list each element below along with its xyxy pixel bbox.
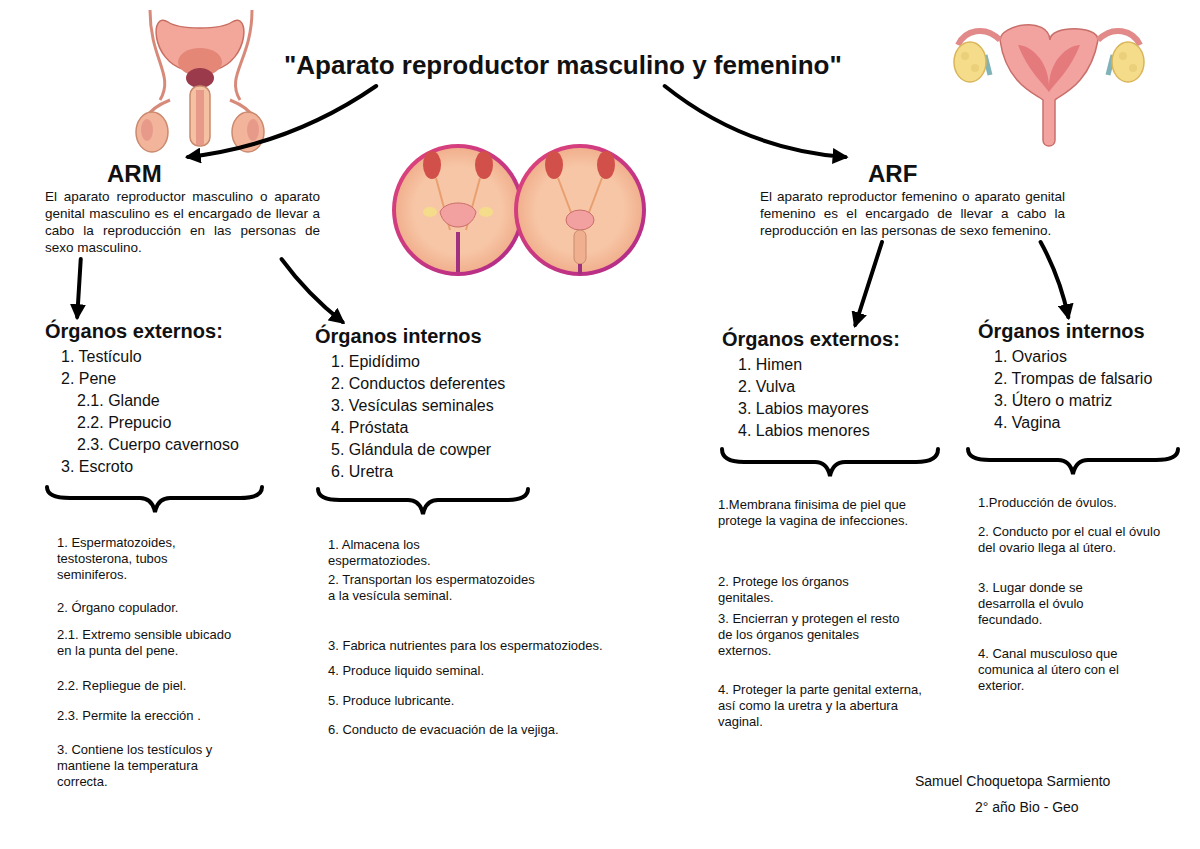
organ-list-box: Órganos externos: 1. Testículo2. Pene2.1.… bbox=[45, 320, 275, 478]
title-box: "Aparato reproductor masculino y femenin… bbox=[280, 48, 846, 83]
system-description: El aparato reproductor femenino o aparat… bbox=[760, 188, 1065, 239]
function-note: 1.Membrana finisima de piel que protege … bbox=[718, 497, 918, 529]
system-box: ARFEl aparato reproductor femenino o apa… bbox=[760, 160, 1065, 239]
list-heading: Órganos internos bbox=[978, 320, 1193, 343]
organ-item: 1. Testículo bbox=[45, 346, 275, 368]
organ-list-box: Órganos externos: 1. Himen2. Vulva3. Labi… bbox=[722, 328, 937, 442]
function-note: 3. Fabrica nutrientes para los espermato… bbox=[328, 638, 658, 654]
function-note: 2. Órgano copulador. bbox=[57, 600, 237, 616]
system-box: ARMEl aparato reproductor masculino o ap… bbox=[45, 160, 320, 256]
organ-item: 5. Glándula de cowper bbox=[315, 439, 545, 461]
organ-item: 3. Labios mayores bbox=[722, 398, 937, 420]
author-note: 2° año Bio - Geo bbox=[975, 797, 1079, 817]
function-note: 4. Canal musculoso que comunica al útero… bbox=[978, 646, 1128, 694]
function-note: 1.Producción de óvulos. bbox=[978, 495, 1178, 511]
function-note: 4. Produce liquido seminal. bbox=[328, 663, 578, 679]
system-heading: ARM bbox=[45, 160, 320, 188]
organ-item: 6. Uretra bbox=[315, 461, 545, 483]
organ-list-box: Órganos internos 1. Ovarios2. Trompas de … bbox=[978, 320, 1193, 434]
arrow-connector bbox=[665, 86, 846, 157]
arrow-connector bbox=[282, 259, 343, 322]
organ-item: 2. Trompas de falsario bbox=[978, 368, 1193, 390]
organ-item: 2. Pene bbox=[45, 368, 275, 390]
list-heading: Órganos externos: bbox=[45, 320, 275, 343]
arrow-connector bbox=[1041, 242, 1069, 317]
organ-item: 4. Labios menores bbox=[722, 420, 937, 442]
list-heading: Órganos internos bbox=[315, 325, 545, 348]
female-body-circle bbox=[392, 144, 524, 276]
function-note: 2.1. Extremo sensible ubicado en la punt… bbox=[57, 627, 242, 659]
function-note: 2. Conducto por el cual el óvulo del ova… bbox=[978, 524, 1173, 556]
function-note: 3. Contiene los testículos y mantiene la… bbox=[57, 742, 242, 790]
organ-item: 2. Vulva bbox=[722, 376, 937, 398]
function-note: 1. Espermatozoides, testosterona, tubos … bbox=[57, 535, 222, 583]
organ-item: 2.2. Prepucio bbox=[45, 412, 275, 434]
author-note: Samuel Choquetopa Sarmiento bbox=[915, 771, 1110, 791]
system-description: El aparato reproductor masculino o apara… bbox=[45, 188, 320, 256]
organ-item: 2.1. Glande bbox=[45, 390, 275, 412]
function-note: 2. Transportan los espermatozoides a la … bbox=[328, 572, 543, 604]
organ-item: 1. Epidídimo bbox=[315, 351, 545, 373]
arrow-connector bbox=[855, 242, 882, 325]
system-heading: ARF bbox=[760, 160, 1065, 188]
organ-item: 4. Próstata bbox=[315, 417, 545, 439]
organ-item: 1. Himen bbox=[722, 354, 937, 376]
function-note: 4. Proteger la parte genital externa, as… bbox=[718, 682, 938, 730]
organ-list-box: Órganos internos 1. Epidídimo2. Conductos… bbox=[315, 325, 545, 483]
organ-item: 3. Útero o matriz bbox=[978, 390, 1193, 412]
male-anatomy bbox=[136, 10, 264, 152]
organ-item: 2. Conductos deferentes bbox=[315, 373, 545, 395]
arrow-connector bbox=[188, 86, 376, 157]
function-note: 2. Protege los órganos genitales. bbox=[718, 574, 893, 606]
function-note: 3. Encierran y protegen el resto de los … bbox=[718, 611, 903, 659]
organ-item: 3. Vesículas seminales bbox=[315, 395, 545, 417]
diagram-title: "Aparato reproductor masculino y femenin… bbox=[280, 48, 846, 83]
organ-item: 3. Escroto bbox=[45, 456, 275, 478]
function-note: 2.3. Permite la erección . bbox=[57, 708, 237, 724]
function-note: 1. Almacena los espermatoziodes. bbox=[328, 537, 503, 569]
organ-item: 4. Vagina bbox=[978, 412, 1193, 434]
list-heading: Órganos externos: bbox=[722, 328, 937, 351]
function-note: 6. Conducto de evacuación de la vejiga. bbox=[328, 722, 598, 738]
female-anatomy bbox=[954, 25, 1144, 146]
male-body-circle bbox=[514, 144, 646, 276]
function-note: 2.2. Repliegue de piel. bbox=[57, 678, 237, 694]
function-note: 3. Lugar donde se desarrolla el óvulo fe… bbox=[978, 580, 1118, 628]
curly-brace bbox=[47, 449, 1178, 514]
arrow-connector bbox=[77, 259, 81, 317]
organ-item: 1. Ovarios bbox=[978, 346, 1193, 368]
function-note: 5. Produce lubricante. bbox=[328, 693, 578, 709]
organ-item: 2.3. Cuerpo cavernoso bbox=[45, 434, 275, 456]
